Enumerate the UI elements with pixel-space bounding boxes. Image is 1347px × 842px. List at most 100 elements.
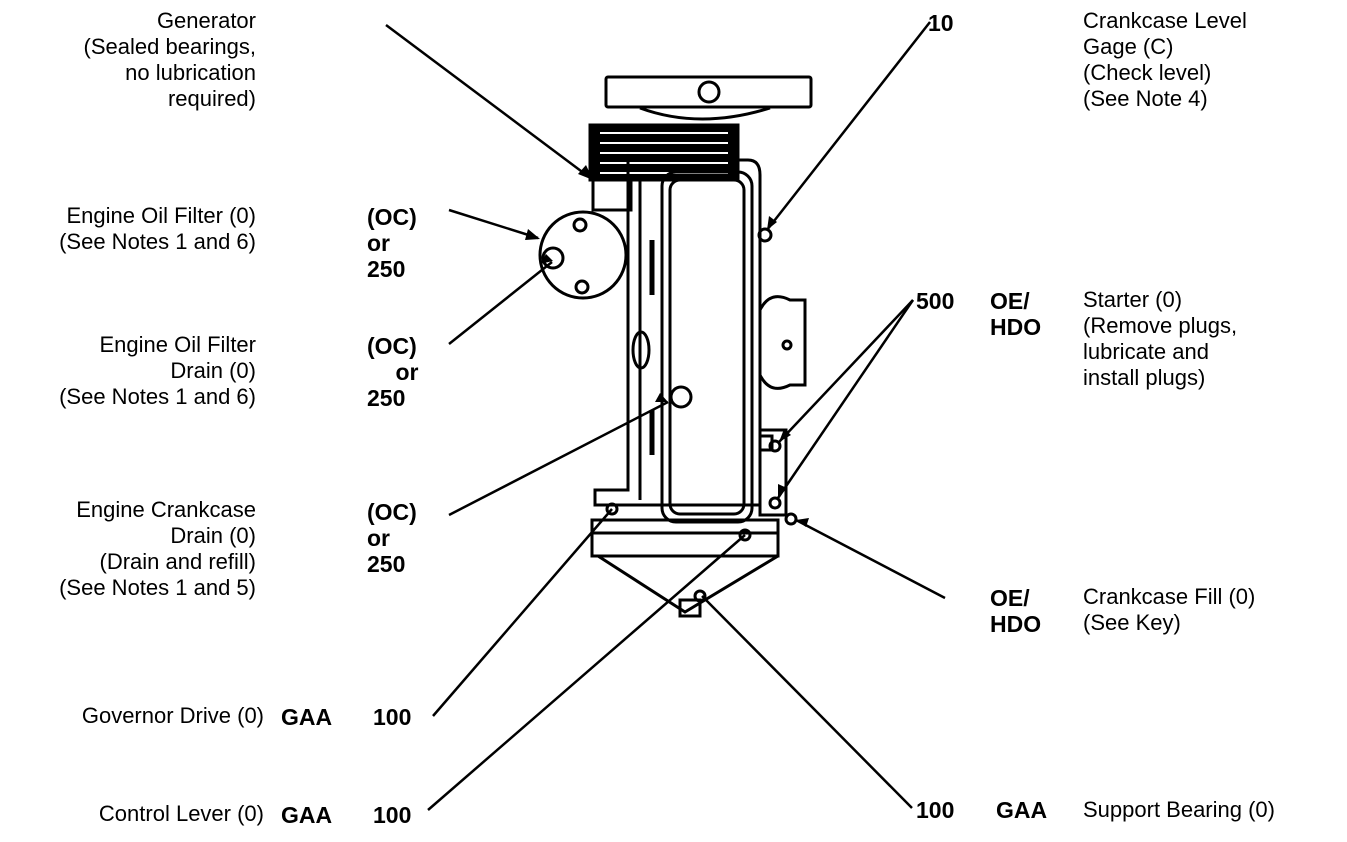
engine-body bbox=[593, 158, 762, 524]
label-line: Starter (0) bbox=[1083, 287, 1183, 312]
code-line: 100 bbox=[373, 704, 412, 730]
control-lever-label: Control Lever (0) bbox=[99, 801, 264, 827]
starter-interval: 500 bbox=[916, 288, 954, 314]
control-lube: GAA bbox=[281, 802, 332, 828]
governor-interval: 100 bbox=[373, 704, 411, 730]
arrowhead bbox=[655, 393, 668, 402]
leader-oil-filter-drain bbox=[448, 400, 669, 517]
arrowhead bbox=[540, 254, 553, 264]
fill-point bbox=[784, 512, 798, 526]
leader-support-bearing bbox=[701, 595, 913, 809]
arrowhead bbox=[778, 484, 787, 498]
label-line: Control Lever (0) bbox=[98, 801, 264, 826]
label-line: required) bbox=[167, 86, 256, 111]
arrowheads bbox=[525, 165, 809, 527]
code-line: GAA bbox=[996, 797, 1048, 823]
label-line: Engine Crankcase bbox=[76, 497, 256, 522]
label-line: no lubrication bbox=[125, 60, 256, 85]
crankcase-level-gage-label: Crankcase Level Gage (C) (Check level) (… bbox=[1083, 8, 1247, 112]
code-line: or bbox=[367, 230, 390, 256]
level-gage-point bbox=[757, 227, 773, 243]
label-line: (See Key) bbox=[1083, 610, 1181, 635]
code-line: or bbox=[367, 525, 390, 551]
crankcase-drain-label: Engine Crankcase Drain (0) (Drain and re… bbox=[59, 497, 256, 601]
generator-label: Generator (Sealed bearings, no lubricati… bbox=[84, 8, 256, 112]
level-gage-interval: 10 bbox=[928, 10, 954, 36]
arrowhead bbox=[578, 165, 593, 180]
oil-filter-interval: (OC) or 250 bbox=[367, 204, 417, 282]
oil-filter-drain-label: Engine Oil Filter Drain (0) (See Notes 1… bbox=[59, 332, 256, 410]
label-line: Crankcase Level bbox=[1083, 8, 1247, 33]
leader-oil-filter-2 bbox=[448, 261, 553, 345]
support-bearing-label: Support Bearing (0) bbox=[1083, 797, 1275, 823]
starter-body bbox=[758, 295, 807, 517]
code-line: OE/ bbox=[990, 288, 1030, 314]
arrowhead bbox=[767, 216, 777, 230]
label-line: Generator bbox=[156, 8, 256, 33]
leader-governor-drive bbox=[432, 508, 613, 717]
oil-filter-drain-point bbox=[669, 385, 693, 409]
base-cone bbox=[590, 502, 780, 618]
top-pulley bbox=[604, 75, 813, 121]
label-line: install plugs) bbox=[1083, 365, 1206, 390]
code-line: 250 bbox=[367, 551, 406, 577]
starter-bottom-point bbox=[768, 496, 782, 510]
arrowhead bbox=[779, 429, 791, 442]
support-interval: 100 bbox=[916, 797, 954, 823]
code-line: (OC) bbox=[367, 499, 417, 525]
leader-oil-filter bbox=[448, 208, 539, 240]
code-line: HDO bbox=[990, 611, 1042, 637]
fill-lube: OE/ HDO bbox=[990, 585, 1041, 637]
oil-filter-label: Engine Oil Filter (0) (See Notes 1 and 6… bbox=[59, 203, 256, 255]
label-line: (See Notes 1 and 6) bbox=[59, 229, 256, 254]
label-line: Engine Oil Filter (0) bbox=[66, 203, 256, 228]
label-line: (See Note 4) bbox=[1083, 86, 1208, 111]
governor-drive-label: Governor Drive (0) bbox=[82, 703, 264, 729]
label-line: (Remove plugs, bbox=[1083, 313, 1238, 338]
code-line: GAA bbox=[281, 802, 333, 828]
leader-starter-1 bbox=[778, 299, 914, 443]
code-line: HDO bbox=[990, 314, 1042, 340]
starter-top-point bbox=[768, 439, 782, 453]
crankcase-drain-interval: (OC) or 250 bbox=[367, 499, 417, 577]
leader-starter-2 bbox=[776, 299, 915, 499]
code-line: GAA bbox=[281, 704, 333, 730]
label-line: Gage (C) bbox=[1083, 34, 1174, 59]
label-line: (Sealed bearings, bbox=[83, 34, 256, 59]
governor-lube: GAA bbox=[281, 704, 332, 730]
code-line: 10 bbox=[928, 10, 954, 36]
label-line: Support Bearing (0) bbox=[1083, 797, 1275, 822]
starter-lube: OE/ HDO bbox=[990, 288, 1041, 340]
generator-block bbox=[591, 178, 633, 212]
code-line: 500 bbox=[916, 288, 955, 314]
label-line: (See Notes 1 and 5) bbox=[59, 575, 256, 600]
label-line: Governor Drive (0) bbox=[81, 703, 264, 728]
oil-filter-body bbox=[538, 210, 628, 300]
label-line: Crankcase Fill (0) bbox=[1083, 584, 1256, 609]
label-line: Drain (0) bbox=[170, 358, 256, 383]
support-lube: GAA bbox=[996, 797, 1047, 823]
leader-crankcase-fill bbox=[795, 518, 946, 600]
control-interval: 100 bbox=[373, 802, 411, 828]
code-line: 100 bbox=[916, 797, 955, 823]
label-line: Engine Oil Filter bbox=[99, 332, 256, 357]
starter-label: Starter (0) (Remove plugs, lubricate and… bbox=[1083, 287, 1237, 391]
label-line: lubricate and bbox=[1083, 339, 1209, 364]
label-line: (See Notes 1 and 6) bbox=[59, 384, 256, 409]
crankcase-fill-label: Crankcase Fill (0) (See Key) bbox=[1083, 584, 1255, 636]
code-line: 250 bbox=[367, 385, 406, 411]
code-line: (OC) bbox=[367, 333, 417, 359]
code-line: 250 bbox=[367, 256, 406, 282]
code-line: OE/ bbox=[990, 585, 1030, 611]
oil-filter-drain-interval: (OC) or 250 bbox=[367, 333, 447, 411]
leader-lines bbox=[385, 21, 946, 811]
arrowhead bbox=[525, 229, 540, 240]
label-line: Drain (0) bbox=[170, 523, 256, 548]
leader-level-gage bbox=[766, 21, 931, 231]
leader-generator bbox=[385, 23, 594, 182]
code-line: (OC) bbox=[367, 204, 417, 230]
leader-control-lever bbox=[427, 534, 746, 811]
code-line: or bbox=[395, 359, 419, 385]
label-line: (Drain and refill) bbox=[99, 549, 257, 574]
